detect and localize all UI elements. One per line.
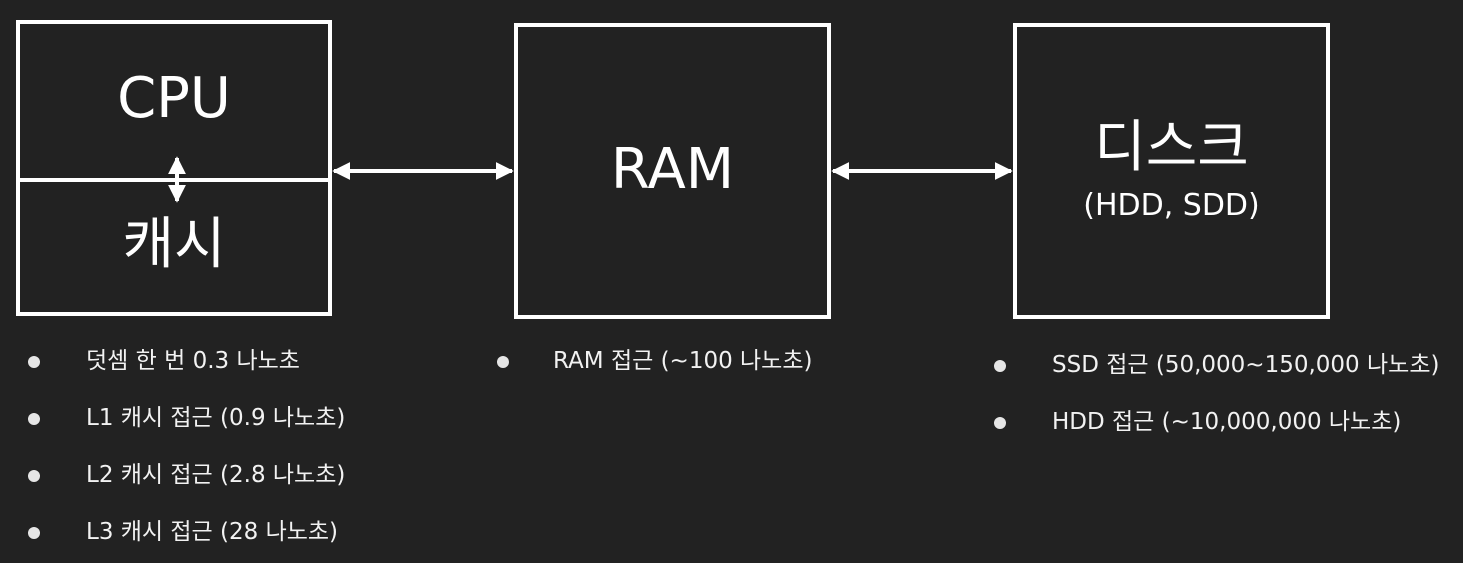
- disk-label: 디스크: [1094, 115, 1249, 180]
- ram-box: [514, 23, 831, 319]
- list-item-text: RAM 접근 (~100 나노초): [553, 348, 813, 374]
- bullet-icon: [28, 413, 40, 425]
- list-item-text: 덧셈 한 번 0.3 나노초: [86, 348, 300, 374]
- list-item-text: L3 캐시 접근 (28 나노초): [86, 519, 339, 545]
- list-item-text: L2 캐시 접근 (2.8 나노초): [86, 462, 346, 488]
- bullet-icon: [28, 356, 40, 368]
- list-item-text: HDD 접근 (~10,000,000 나노초): [1052, 409, 1402, 435]
- bullet-icon: [28, 470, 40, 482]
- list-item-text: L1 캐시 접근 (0.9 나노초): [86, 405, 346, 431]
- bullet-icon: [28, 527, 40, 539]
- cpu-cache-box: [16, 20, 332, 316]
- disk-box: [1013, 23, 1330, 319]
- bullet-icon: [994, 417, 1006, 429]
- cache-label: 캐시: [122, 212, 226, 277]
- bullet-icon: [497, 356, 509, 368]
- list-item-text: SSD 접근 (50,000~150,000 나노초): [1052, 352, 1440, 378]
- disk-sublabel: (HDD, SDD): [1083, 188, 1260, 223]
- ram-label: RAM: [610, 137, 735, 202]
- cpu-cache-divider: [16, 178, 332, 182]
- bullet-icon: [994, 360, 1006, 372]
- cpu-label: CPU: [117, 66, 231, 131]
